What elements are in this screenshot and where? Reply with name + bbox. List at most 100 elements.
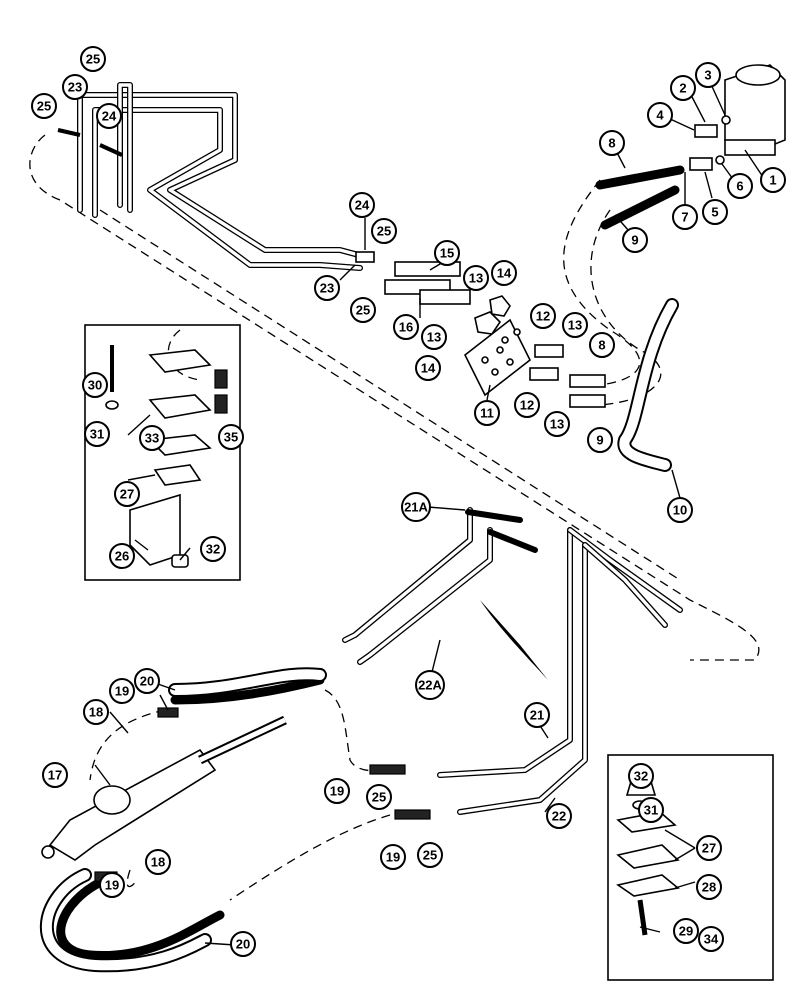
callout-34: 34	[698, 926, 724, 952]
callout-number: 22A	[418, 678, 442, 693]
callout-25: 25	[371, 218, 397, 244]
callout-23: 23	[62, 74, 88, 100]
callout-25: 25	[366, 784, 392, 810]
callout-8: 8	[589, 332, 615, 358]
callout-circle	[667, 497, 693, 523]
callout-circle	[366, 784, 392, 810]
callout-circle	[491, 260, 517, 286]
callout-number: 4	[656, 108, 664, 123]
callout-13: 13	[421, 324, 447, 350]
callout-number: 8	[608, 136, 615, 151]
callout-number: 20	[236, 937, 250, 952]
callout-circle	[350, 297, 376, 323]
callout-circle	[139, 425, 165, 451]
inset-clamp-kit-2	[607, 754, 774, 981]
callout-circle	[589, 332, 615, 358]
callout-20: 20	[230, 931, 256, 957]
callout-number: 21A	[404, 500, 428, 515]
callout-circle	[80, 46, 106, 72]
callout-number: 33	[145, 431, 159, 446]
callout-21: 21	[524, 702, 550, 728]
callout-15: 15	[434, 240, 460, 266]
callout-circle	[702, 199, 728, 225]
callout-14: 14	[491, 260, 517, 286]
callout-number: 16	[399, 320, 413, 335]
callout-13: 13	[463, 265, 489, 291]
hoses	[39, 165, 685, 973]
callout-labels: 1234567898910111212131313131414151617181…	[31, 46, 786, 957]
callout-number: 11	[480, 406, 494, 421]
callout-circle	[145, 849, 171, 875]
callout-circle	[114, 481, 140, 507]
callout-number: 12	[536, 309, 550, 324]
callout-number: 19	[330, 784, 344, 799]
callout-circle	[200, 536, 226, 562]
callout-5: 5	[702, 199, 728, 225]
callout-circle	[62, 74, 88, 100]
callout-number: 6	[736, 179, 743, 194]
callout-number: 24	[102, 109, 117, 124]
callout-31: 31	[638, 797, 664, 823]
callout-circle	[587, 427, 613, 453]
callout-14: 14	[415, 355, 441, 381]
callout-circle	[401, 492, 431, 522]
callout-18: 18	[83, 699, 109, 725]
callout-number: 17	[48, 768, 62, 783]
callout-22A: 22A	[415, 670, 445, 700]
callout-number: 30	[88, 378, 102, 393]
callout-circle	[314, 275, 340, 301]
callout-13: 13	[544, 411, 570, 437]
callout-circle	[96, 103, 122, 129]
callout-circle	[760, 167, 786, 193]
callout-number: 9	[631, 233, 638, 248]
callout-29: 29	[673, 918, 699, 944]
callout-number: 29	[679, 924, 693, 939]
callout-2: 2	[670, 75, 696, 101]
callout-22: 22	[546, 803, 572, 829]
callout-number: 1	[769, 173, 776, 188]
callout-number: 32	[634, 769, 648, 784]
callout-number: 31	[644, 803, 658, 818]
callout-19: 19	[380, 844, 406, 870]
callout-19: 19	[109, 678, 135, 704]
callout-circle	[31, 93, 57, 119]
callout-circle	[417, 842, 443, 868]
callout-6: 6	[727, 173, 753, 199]
callout-circle	[415, 670, 445, 700]
lower-steel-tubes	[342, 507, 683, 815]
callout-number: 31	[90, 427, 104, 442]
inset-clamp-kit	[84, 324, 241, 581]
callout-27: 27	[114, 481, 140, 507]
callout-number: 25	[86, 52, 100, 67]
callout-circle	[349, 192, 375, 218]
fittings	[41, 64, 786, 882]
callout-number: 32	[206, 542, 220, 557]
callout-circle	[474, 400, 500, 426]
callout-number: 14	[497, 266, 512, 281]
callout-number: 20	[140, 674, 154, 689]
callout-33: 33	[139, 425, 165, 451]
callout-number: 27	[120, 487, 134, 502]
callout-24: 24	[96, 103, 122, 129]
callout-13: 13	[562, 312, 588, 338]
callout-circle	[380, 844, 406, 870]
callout-17: 17	[42, 762, 68, 788]
callout-circle	[670, 75, 696, 101]
callout-circle	[42, 762, 68, 788]
callout-20: 20	[134, 668, 160, 694]
callout-25: 25	[31, 93, 57, 119]
callout-circle	[134, 668, 160, 694]
callout-number: 7	[681, 210, 688, 225]
callout-23: 23	[314, 275, 340, 301]
callout-number: 12	[520, 398, 534, 413]
callout-32: 32	[628, 763, 654, 789]
callout-circle	[393, 314, 419, 340]
callout-27: 27	[696, 835, 722, 861]
callout-circle	[638, 797, 664, 823]
callout-18: 18	[145, 849, 171, 875]
callout-number: 13	[469, 271, 483, 286]
callout-number: 2	[679, 81, 686, 96]
callout-circle	[544, 411, 570, 437]
callout-1: 1	[760, 167, 786, 193]
